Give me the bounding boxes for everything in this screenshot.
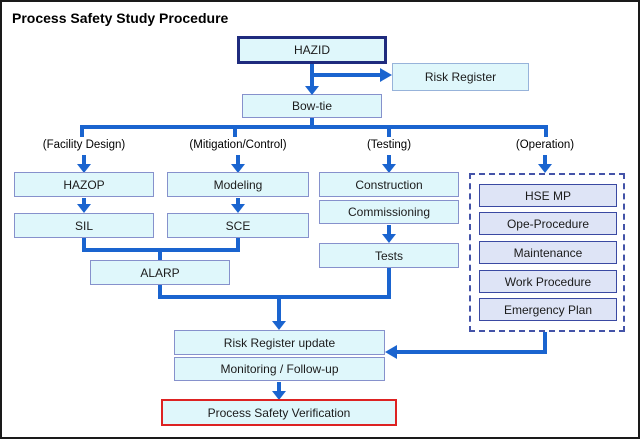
- node-emergency-plan: Emergency Plan: [479, 298, 617, 321]
- connector-line: [397, 350, 547, 354]
- node-hazid: HAZID: [237, 36, 387, 64]
- node-sil: SIL: [14, 213, 154, 238]
- node-hazop: HAZOP: [14, 172, 154, 197]
- column-label-operation: (Operation): [515, 139, 575, 151]
- arrowhead-right-icon: [380, 68, 392, 82]
- connector-line: [387, 225, 391, 235]
- node-tests: Tests: [319, 243, 459, 268]
- node-risk-register: Risk Register: [392, 63, 529, 91]
- node-risk-register-update: Risk Register update: [174, 330, 385, 355]
- connector-line: [277, 382, 281, 391]
- column-label-facility-design: (Facility Design): [42, 139, 126, 151]
- arrowhead-left-icon: [385, 345, 397, 359]
- connector-line: [544, 125, 548, 137]
- node-hse-mp: HSE MP: [479, 184, 617, 207]
- connector-line: [158, 252, 162, 260]
- connector-line: [277, 299, 281, 321]
- connector-line: [387, 268, 391, 299]
- arrowhead-down-icon: [231, 204, 245, 213]
- connector-line: [543, 332, 547, 354]
- page-title: Process Safety Study Procedure: [12, 10, 229, 26]
- node-commissioning: Commissioning: [319, 200, 459, 224]
- arrowhead-down-icon: [538, 164, 552, 173]
- node-work-procedure: Work Procedure: [479, 270, 617, 293]
- arrowhead-down-icon: [382, 164, 396, 173]
- connector-line: [310, 118, 314, 126]
- node-ope-procedure: Ope-Procedure: [479, 212, 617, 235]
- connector-line: [158, 285, 162, 299]
- connector-line: [80, 125, 548, 129]
- node-monitoring-followup: Monitoring / Follow-up: [174, 357, 385, 381]
- arrowhead-down-icon: [77, 204, 91, 213]
- node-process-safety-verification: Process Safety Verification: [161, 399, 397, 426]
- node-construction: Construction: [319, 172, 459, 197]
- connector-line: [82, 248, 240, 252]
- connector-line: [236, 238, 240, 252]
- connector-line: [236, 198, 240, 205]
- arrowhead-down-icon: [305, 86, 319, 95]
- arrowhead-down-icon: [231, 164, 245, 173]
- node-modeling: Modeling: [167, 172, 309, 197]
- connector-line: [80, 125, 84, 137]
- connector-line: [310, 73, 380, 77]
- operation-group: HSE MP Ope-Procedure Maintenance Work Pr…: [469, 173, 625, 332]
- column-label-mitigation-control: (Mitigation/Control): [189, 139, 287, 151]
- arrowhead-down-icon: [382, 234, 396, 243]
- node-bowtie: Bow-tie: [242, 94, 382, 118]
- node-maintenance: Maintenance: [479, 241, 617, 264]
- connector-line: [82, 238, 86, 252]
- arrowhead-down-icon: [77, 164, 91, 173]
- connector-line: [82, 198, 86, 205]
- node-alarp: ALARP: [90, 260, 230, 285]
- column-label-testing: (Testing): [366, 139, 412, 151]
- connector-line: [387, 155, 391, 164]
- connector-line: [158, 295, 391, 299]
- arrowhead-down-icon: [272, 321, 286, 330]
- connector-line: [543, 155, 547, 164]
- node-sce: SCE: [167, 213, 309, 238]
- connector-line: [82, 155, 86, 164]
- connector-line: [233, 129, 237, 137]
- connector-line: [236, 155, 240, 164]
- connector-line: [387, 129, 391, 137]
- arrowhead-down-icon: [272, 391, 286, 400]
